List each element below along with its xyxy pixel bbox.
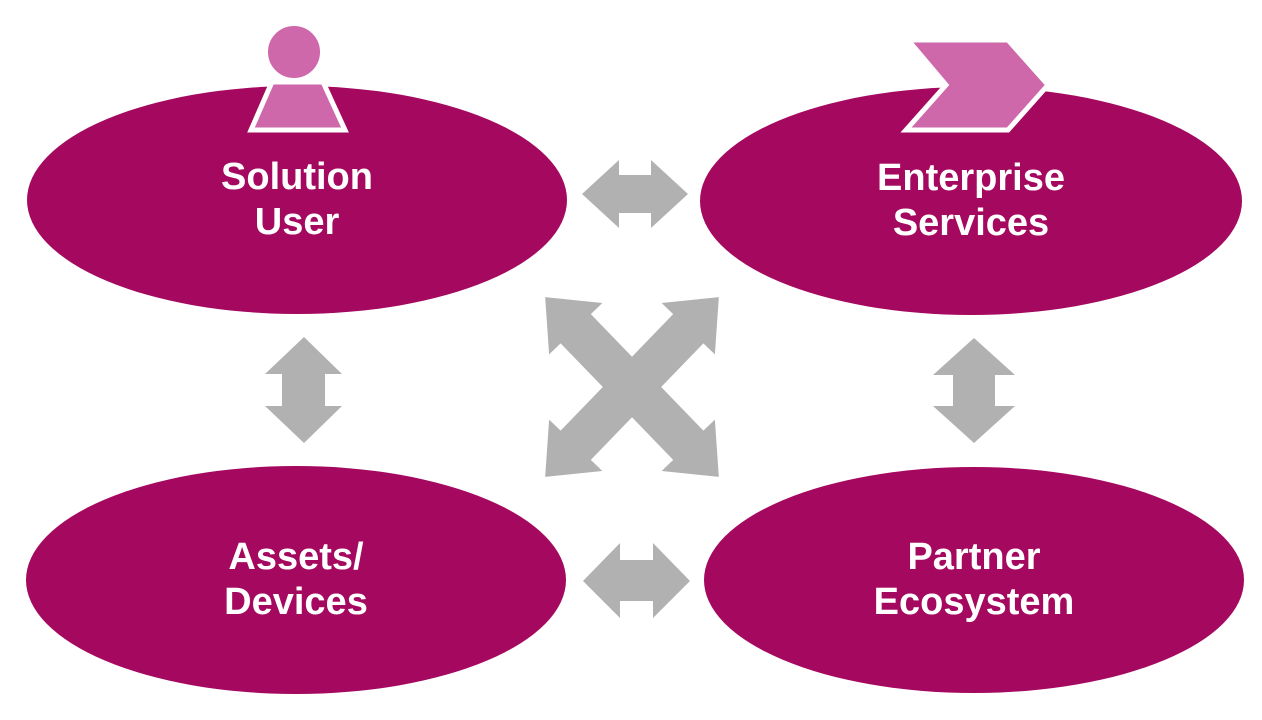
node-label-line-1: Solution: [221, 156, 373, 198]
arrow-bottom-horizontal: [583, 543, 690, 618]
node-assets-devices: Assets/ Devices: [26, 466, 566, 694]
arrow-left-vertical: [265, 337, 342, 443]
node-solution-user-label: Solution User: [221, 155, 373, 245]
node-label-line-1: Assets/: [228, 536, 364, 578]
node-label-line-2: Ecosystem: [873, 581, 1075, 623]
node-enterprise-services-label: Enterprise Services: [877, 156, 1065, 246]
node-partner-ecosystem-label: Partner Ecosystem: [874, 535, 1075, 625]
node-assets-devices-label: Assets/ Devices: [224, 535, 368, 625]
node-label-line-1: Partner: [907, 536, 1041, 578]
arrow-top-horizontal: [582, 160, 688, 228]
node-label-line-2: Services: [892, 202, 1050, 244]
person-icon: [247, 22, 349, 133]
node-label-line-1: Enterprise: [877, 157, 1065, 199]
arrow-right-vertical: [933, 338, 1015, 443]
node-label-line-2: Devices: [224, 581, 368, 623]
chevron-right-icon: [900, 37, 1052, 133]
node-partner-ecosystem: Partner Ecosystem: [704, 467, 1244, 693]
node-label-line-2: User: [254, 201, 340, 243]
arrow-cross-sw-ne: [545, 297, 719, 477]
